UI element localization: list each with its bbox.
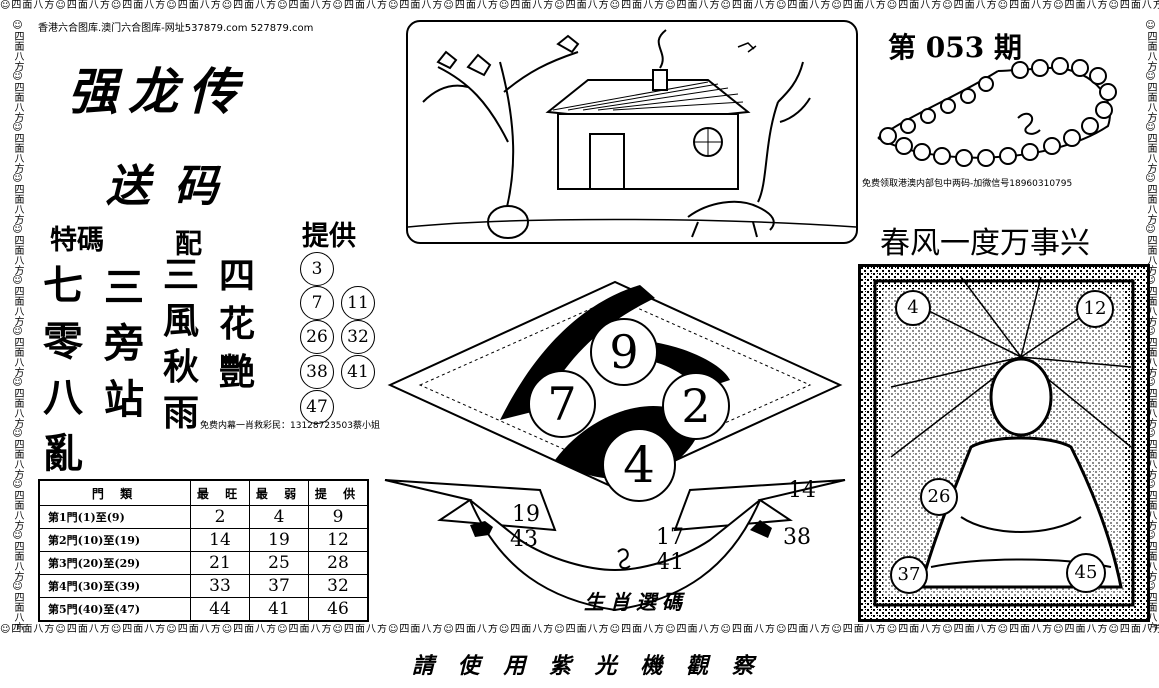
label-pei: 配: [175, 229, 202, 260]
special-col-4: 四 花 艷: [212, 252, 262, 396]
table-cell: 41: [249, 597, 309, 622]
provided-number: 38: [300, 355, 334, 389]
table-cell: 37: [249, 574, 309, 598]
table-cell: 33: [190, 574, 250, 598]
special-char: 三: [104, 264, 144, 311]
right-border: ☺四面八方☺四面八方☺四面八方☺四面八方☺四面八方☺四面八方☺四面八方☺四面八方…: [1145, 20, 1156, 630]
table-cell: 9: [308, 505, 369, 529]
provided-number: 7: [300, 286, 334, 320]
diamond-ball: 9: [590, 318, 658, 386]
diamond-ball: 4: [602, 428, 676, 502]
cottage-drawing: [408, 29, 856, 239]
special-col-1: 七 零 八 亂: [38, 258, 88, 482]
bead-necklace-icon: [877, 57, 1117, 167]
table-header-row: 門 類 最 旺 最 弱 提 供: [38, 479, 369, 506]
special-char: 八: [43, 374, 83, 421]
provided-number: 26: [300, 320, 334, 354]
door-table: 門 類 最 旺 最 弱 提 供 第1門(1)至(9) 2 4 9 第2門(10)…: [38, 479, 369, 622]
special-char: 四: [218, 255, 255, 297]
table-cell: 2: [190, 505, 250, 529]
banner-text: 生肖選碼: [584, 590, 688, 614]
table-cell: 25: [249, 551, 309, 575]
table-cell: 44: [190, 597, 250, 622]
subtitle-calligraphy: 送码: [106, 161, 242, 212]
bottom-border: ☺四面八方☺四面八方☺四面八方☺四面八方☺四面八方☺四面八方☺四面八方☺四面八方…: [0, 624, 1159, 635]
table-cell: 32: [308, 574, 369, 598]
diamond-ball: 7: [528, 370, 596, 438]
provided-number: 32: [341, 320, 375, 354]
panel-number: 45: [1066, 553, 1106, 593]
special-char: 風: [162, 300, 199, 342]
banner-number: 17: [656, 525, 684, 550]
special-char: 三: [162, 254, 199, 296]
special-char: 秋: [162, 346, 199, 388]
table-row: 第1門(1)至(9) 2 4 9: [38, 505, 369, 529]
site-header: 香港六合图库.澳门六合图库-网址537879.com 527879.com: [38, 23, 314, 34]
banner-number: 41: [656, 550, 684, 575]
special-char: 站: [104, 376, 144, 423]
label-provide: 提供: [302, 221, 356, 252]
special-char: 艷: [218, 351, 255, 393]
provided-number: 41: [341, 355, 375, 389]
table-cell: 46: [308, 597, 369, 622]
table-header: 提 供: [308, 479, 369, 506]
panel-number: 12: [1076, 290, 1114, 328]
provided-number: 3: [300, 252, 334, 286]
top-border: ☺四面八方☺四面八方☺四面八方☺四面八方☺四面八方☺四面八方☺四面八方☺四面八方…: [0, 0, 1159, 11]
table-header: 最 旺: [190, 479, 250, 506]
banner-number: 38: [783, 525, 811, 550]
cottage-illustration: [406, 20, 858, 244]
special-char: 旁: [104, 320, 144, 367]
provided-number: 11: [341, 286, 375, 320]
table-cell: 第3門(20)至(29): [38, 551, 191, 575]
title-calligraphy: 强龙传: [68, 62, 248, 121]
banner-number: 43: [510, 527, 538, 552]
table-cell: 第1門(1)至(9): [38, 505, 191, 529]
panel-number: 37: [890, 556, 928, 594]
table-row: 第5門(40)至(47) 44 41 46: [38, 597, 369, 622]
banner-number: 19: [512, 502, 540, 527]
table-row: 第3門(20)至(29) 21 25 28: [38, 551, 369, 575]
table-cell: 第2門(10)至(19): [38, 528, 191, 552]
table-row: 第2門(10)至(19) 14 19 12: [38, 528, 369, 552]
special-char: 花: [218, 303, 255, 345]
panel-number: 26: [920, 478, 958, 516]
table-cell: 19: [249, 528, 309, 552]
free-note-top: 免费领取港澳内部包中两码-加微信号18960310795: [862, 179, 1073, 189]
table-cell: 14: [190, 528, 250, 552]
table-row: 第4門(30)至(39) 33 37 32: [38, 574, 369, 598]
special-char: 七: [43, 262, 83, 309]
diamond-ball: 2: [662, 372, 730, 440]
special-char: 雨: [162, 392, 199, 434]
free-note-mid: 免费内幕一肖救彩民：13128723503蔡小姐: [200, 421, 380, 431]
panel-number: 4: [895, 290, 931, 326]
special-col-2: 三 旁 站: [96, 260, 152, 428]
label-tema: 特碼: [50, 225, 104, 256]
table-cell: 12: [308, 528, 369, 552]
banner-number: 14: [788, 478, 816, 503]
table-header: 最 弱: [249, 479, 309, 506]
special-char: 零: [43, 318, 83, 365]
table-cell: 4: [249, 505, 309, 529]
special-col-3: 三 風 秋 雨: [156, 252, 206, 436]
table-header: 門 類: [38, 479, 191, 506]
table-cell: 第5門(40)至(47): [38, 597, 191, 622]
table-cell: 28: [308, 551, 369, 575]
left-border: ☺四面八方☺四面八方☺四面八方☺四面八方☺四面八方☺四面八方☺四面八方☺四面八方…: [12, 20, 23, 630]
footer-text: 請 使 用 紫 光 機 觀 察: [412, 653, 762, 679]
provided-number: 47: [300, 390, 334, 424]
slogan: 春风一度万事兴: [880, 226, 1090, 261]
zodiac-banner: [384, 479, 846, 612]
table-cell: 21: [190, 551, 250, 575]
special-char: 亂: [43, 430, 83, 477]
table-cell: 第4門(30)至(39): [38, 574, 191, 598]
issue-number: 第 053 期: [888, 31, 1022, 64]
